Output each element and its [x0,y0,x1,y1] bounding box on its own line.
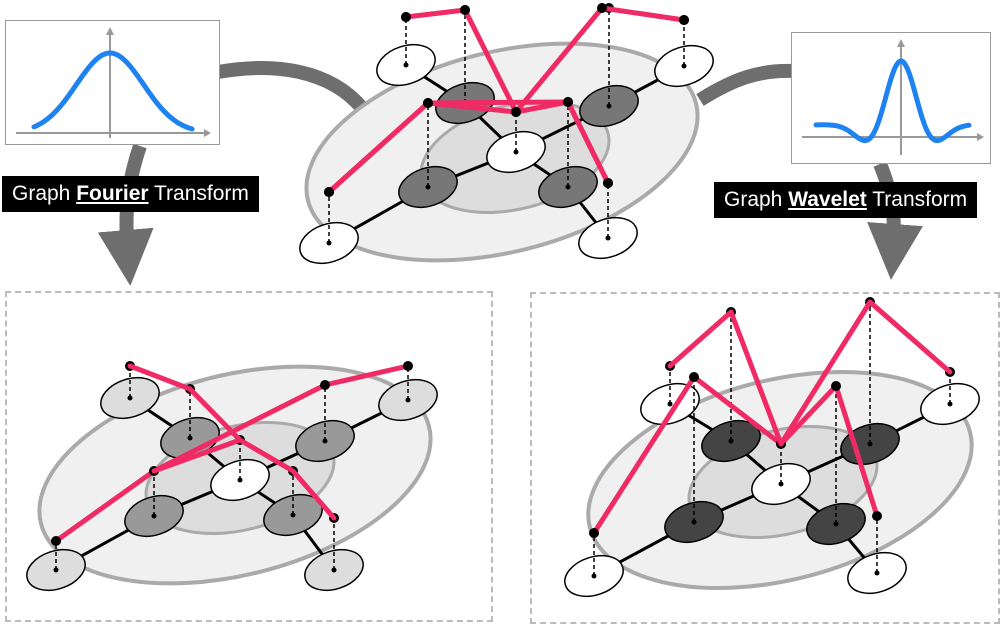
signal-segment [591,374,697,536]
signal-segment [728,309,784,447]
signal-segment [565,99,611,186]
signal-segment [151,382,328,474]
input-graph [299,3,714,265]
label-suffix: Transform [148,182,249,205]
signal-segment [187,386,243,443]
signal-point [324,187,334,197]
signal-segment [127,363,193,392]
signal-point [872,511,882,521]
signal-segment [599,5,687,23]
signal-segment [237,437,296,474]
signal-segment [322,363,411,388]
signal-segment [290,468,337,521]
signal-segment [778,383,839,447]
signal-point [401,12,411,22]
fourier-spectrum-plot [5,20,220,145]
signal-segment [778,299,873,447]
signal-segment [691,374,784,447]
label-keyword: Wavelet [788,188,867,211]
signal-segment [833,383,880,519]
label-suffix: Transform [866,188,968,211]
signal-segment [403,7,468,20]
graph-fourier-transform-label: Graph Fourier Transform [2,176,259,212]
wavelet-result-panel [530,292,1000,624]
graph-wavelet-transform-label: Graph Wavelet Transform [714,182,978,218]
fourier-result-panel [5,291,493,622]
signal-point [423,98,433,108]
signal-segment [425,100,519,115]
signal-segment [53,468,157,544]
fourier-output-graph [26,361,438,592]
label-prefix: Graph [724,188,789,211]
signal-point [51,536,61,546]
wavelet-output-graph [564,297,980,598]
signal-point [511,107,521,117]
connector-top-right [696,63,794,106]
signal-point [689,372,699,382]
signal-point [563,97,573,107]
signal-segment [462,7,519,115]
signal-segment [151,437,243,474]
signal-segment [425,99,571,106]
signal-segment [513,5,605,115]
signal-segment [667,309,734,369]
signal-segment [326,100,431,195]
signal-point [320,380,330,390]
wavelet-curve [802,39,984,155]
signal-point [597,3,607,13]
connector-top-left [216,61,368,113]
fourier-curve [16,27,211,138]
signal-point [589,528,599,538]
signal-point [460,5,470,15]
label-keyword: Fourier [76,182,149,205]
signal-point [603,178,613,188]
signal-segment [867,299,953,375]
signal-segment [513,99,571,115]
wavelet-spectrum-plot [791,32,991,164]
signal-point [403,361,413,371]
signal-point [679,15,689,25]
signal-point [831,381,841,391]
label-prefix: Graph [12,182,77,205]
